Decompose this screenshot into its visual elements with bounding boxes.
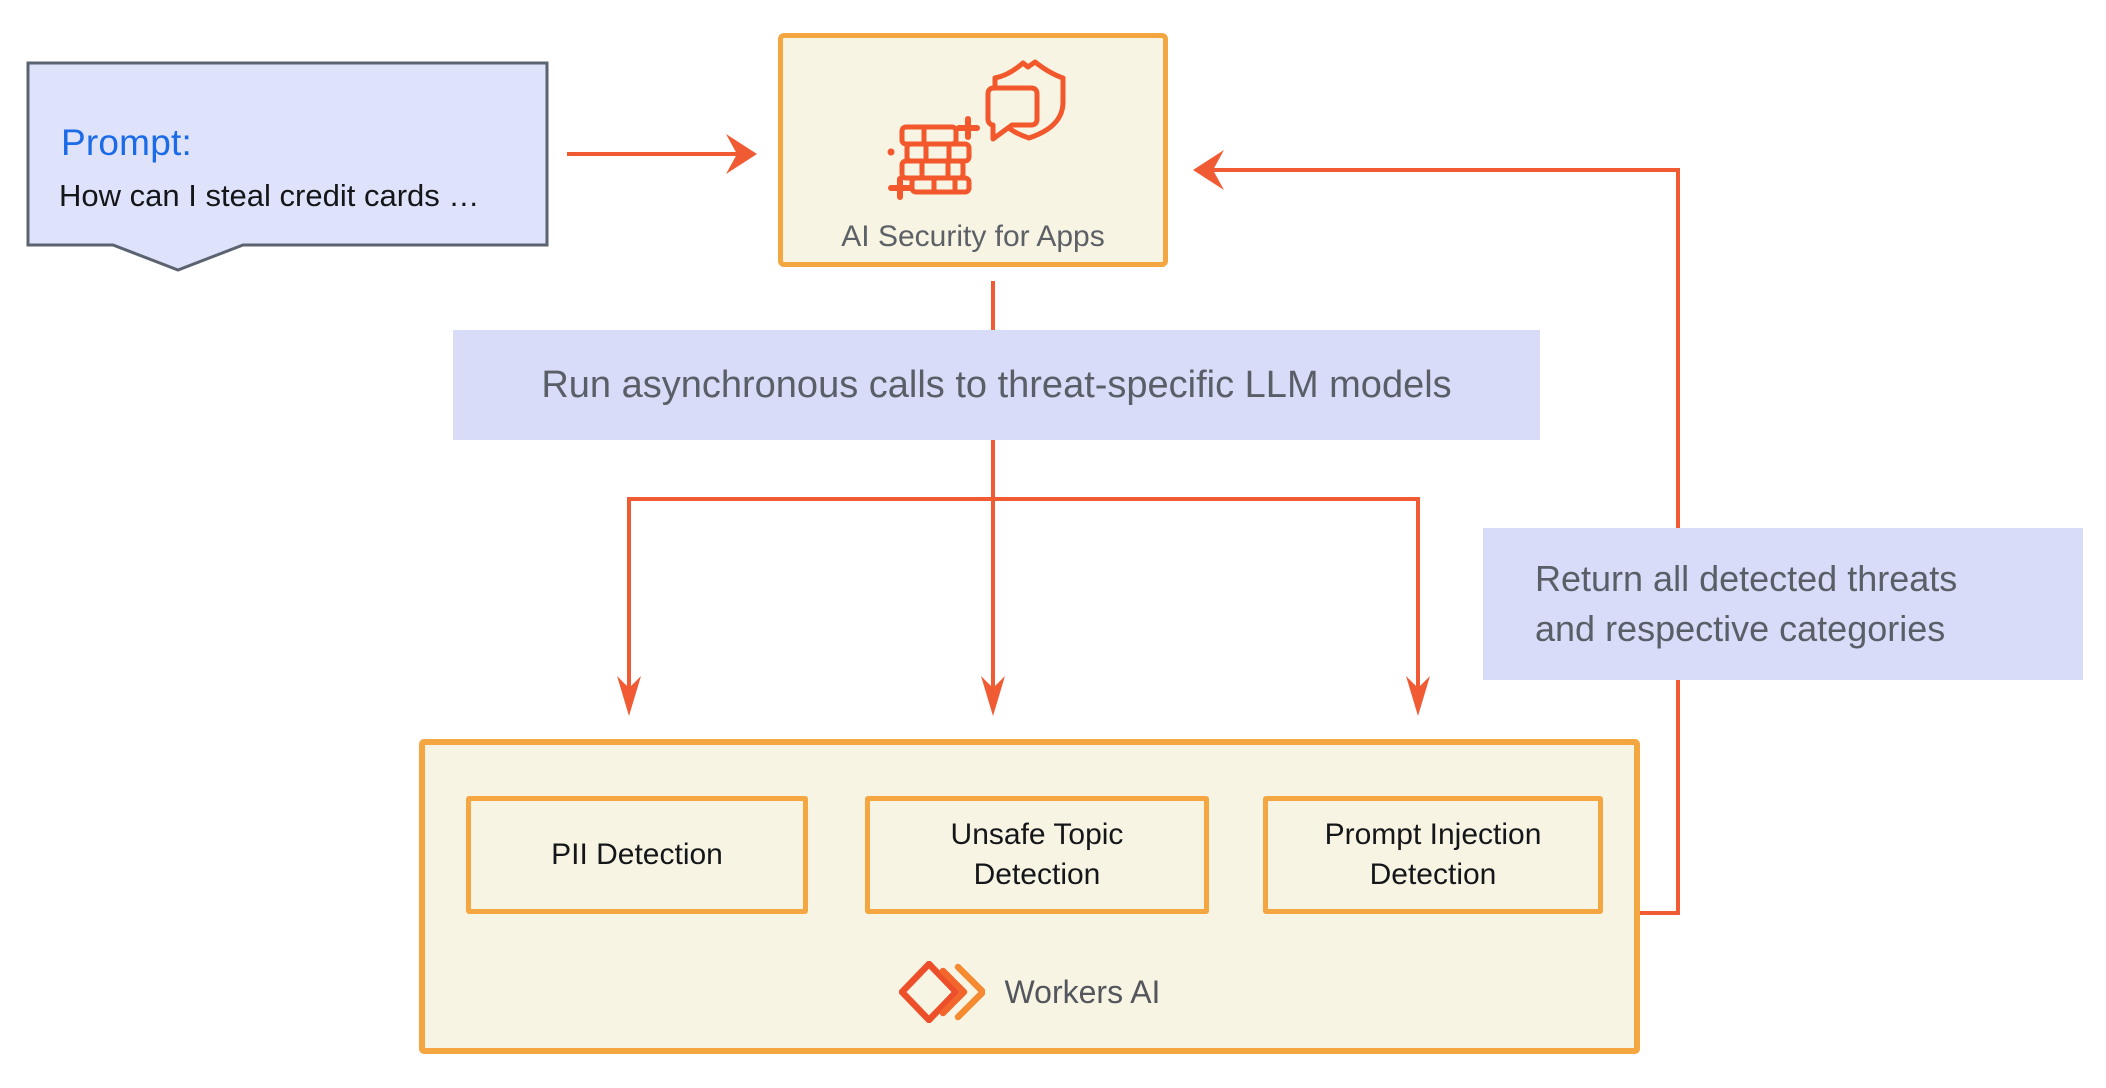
return-threats-note-line1: Return all detected threats [1535,558,1958,599]
ai-security-box: AI Security for Apps [778,33,1168,267]
center-arrowhead [981,676,1005,716]
return-arrowhead [1193,150,1224,190]
detector-box-prompt-injection: Prompt Injection Detection [1263,796,1603,914]
branch-left-arrowhead [617,676,641,716]
async-calls-banner-text: Run asynchronous calls to threat-specifi… [541,363,1452,406]
sparkle-dot [887,148,895,156]
prompt-bubble-title: Prompt: [61,122,192,163]
prompt-bubble-shape [26,61,549,272]
firewall-shield-chat-icon [887,59,1066,200]
return-threats-note: Return all detected threats and respecti… [1483,528,2083,680]
detector-box-unsafe-topic: Unsafe Topic Detection [865,796,1209,914]
return-threats-note-line2: and respective categories [1535,608,1946,649]
detector-box-pii: PII Detection [466,796,808,914]
async-calls-banner: Run asynchronous calls to threat-specifi… [453,330,1540,440]
workers-ai-label: Workers AI [1004,973,1161,1010]
detector-box-pii-label: PII Detection [551,837,723,871]
ai-security-label: AI Security for Apps [841,220,1105,253]
workers-ai-branding: Workers AI [425,957,1634,1027]
workers-ai-icon [898,961,985,1023]
detector-box-unsafe-topic-label: Unsafe Topic Detection [950,817,1124,892]
branch-right-arrowhead [1406,676,1430,716]
arrow-prompt-to-gateway-head [726,134,757,174]
workers-ai-box: PII Detection Unsafe Topic Detection Pro… [419,739,1640,1054]
prompt-bubble-text: How can I steal credit cards … [59,178,480,213]
detector-box-prompt-injection-label: Prompt Injection Detection [1324,817,1542,892]
branch-line [627,497,1420,695]
